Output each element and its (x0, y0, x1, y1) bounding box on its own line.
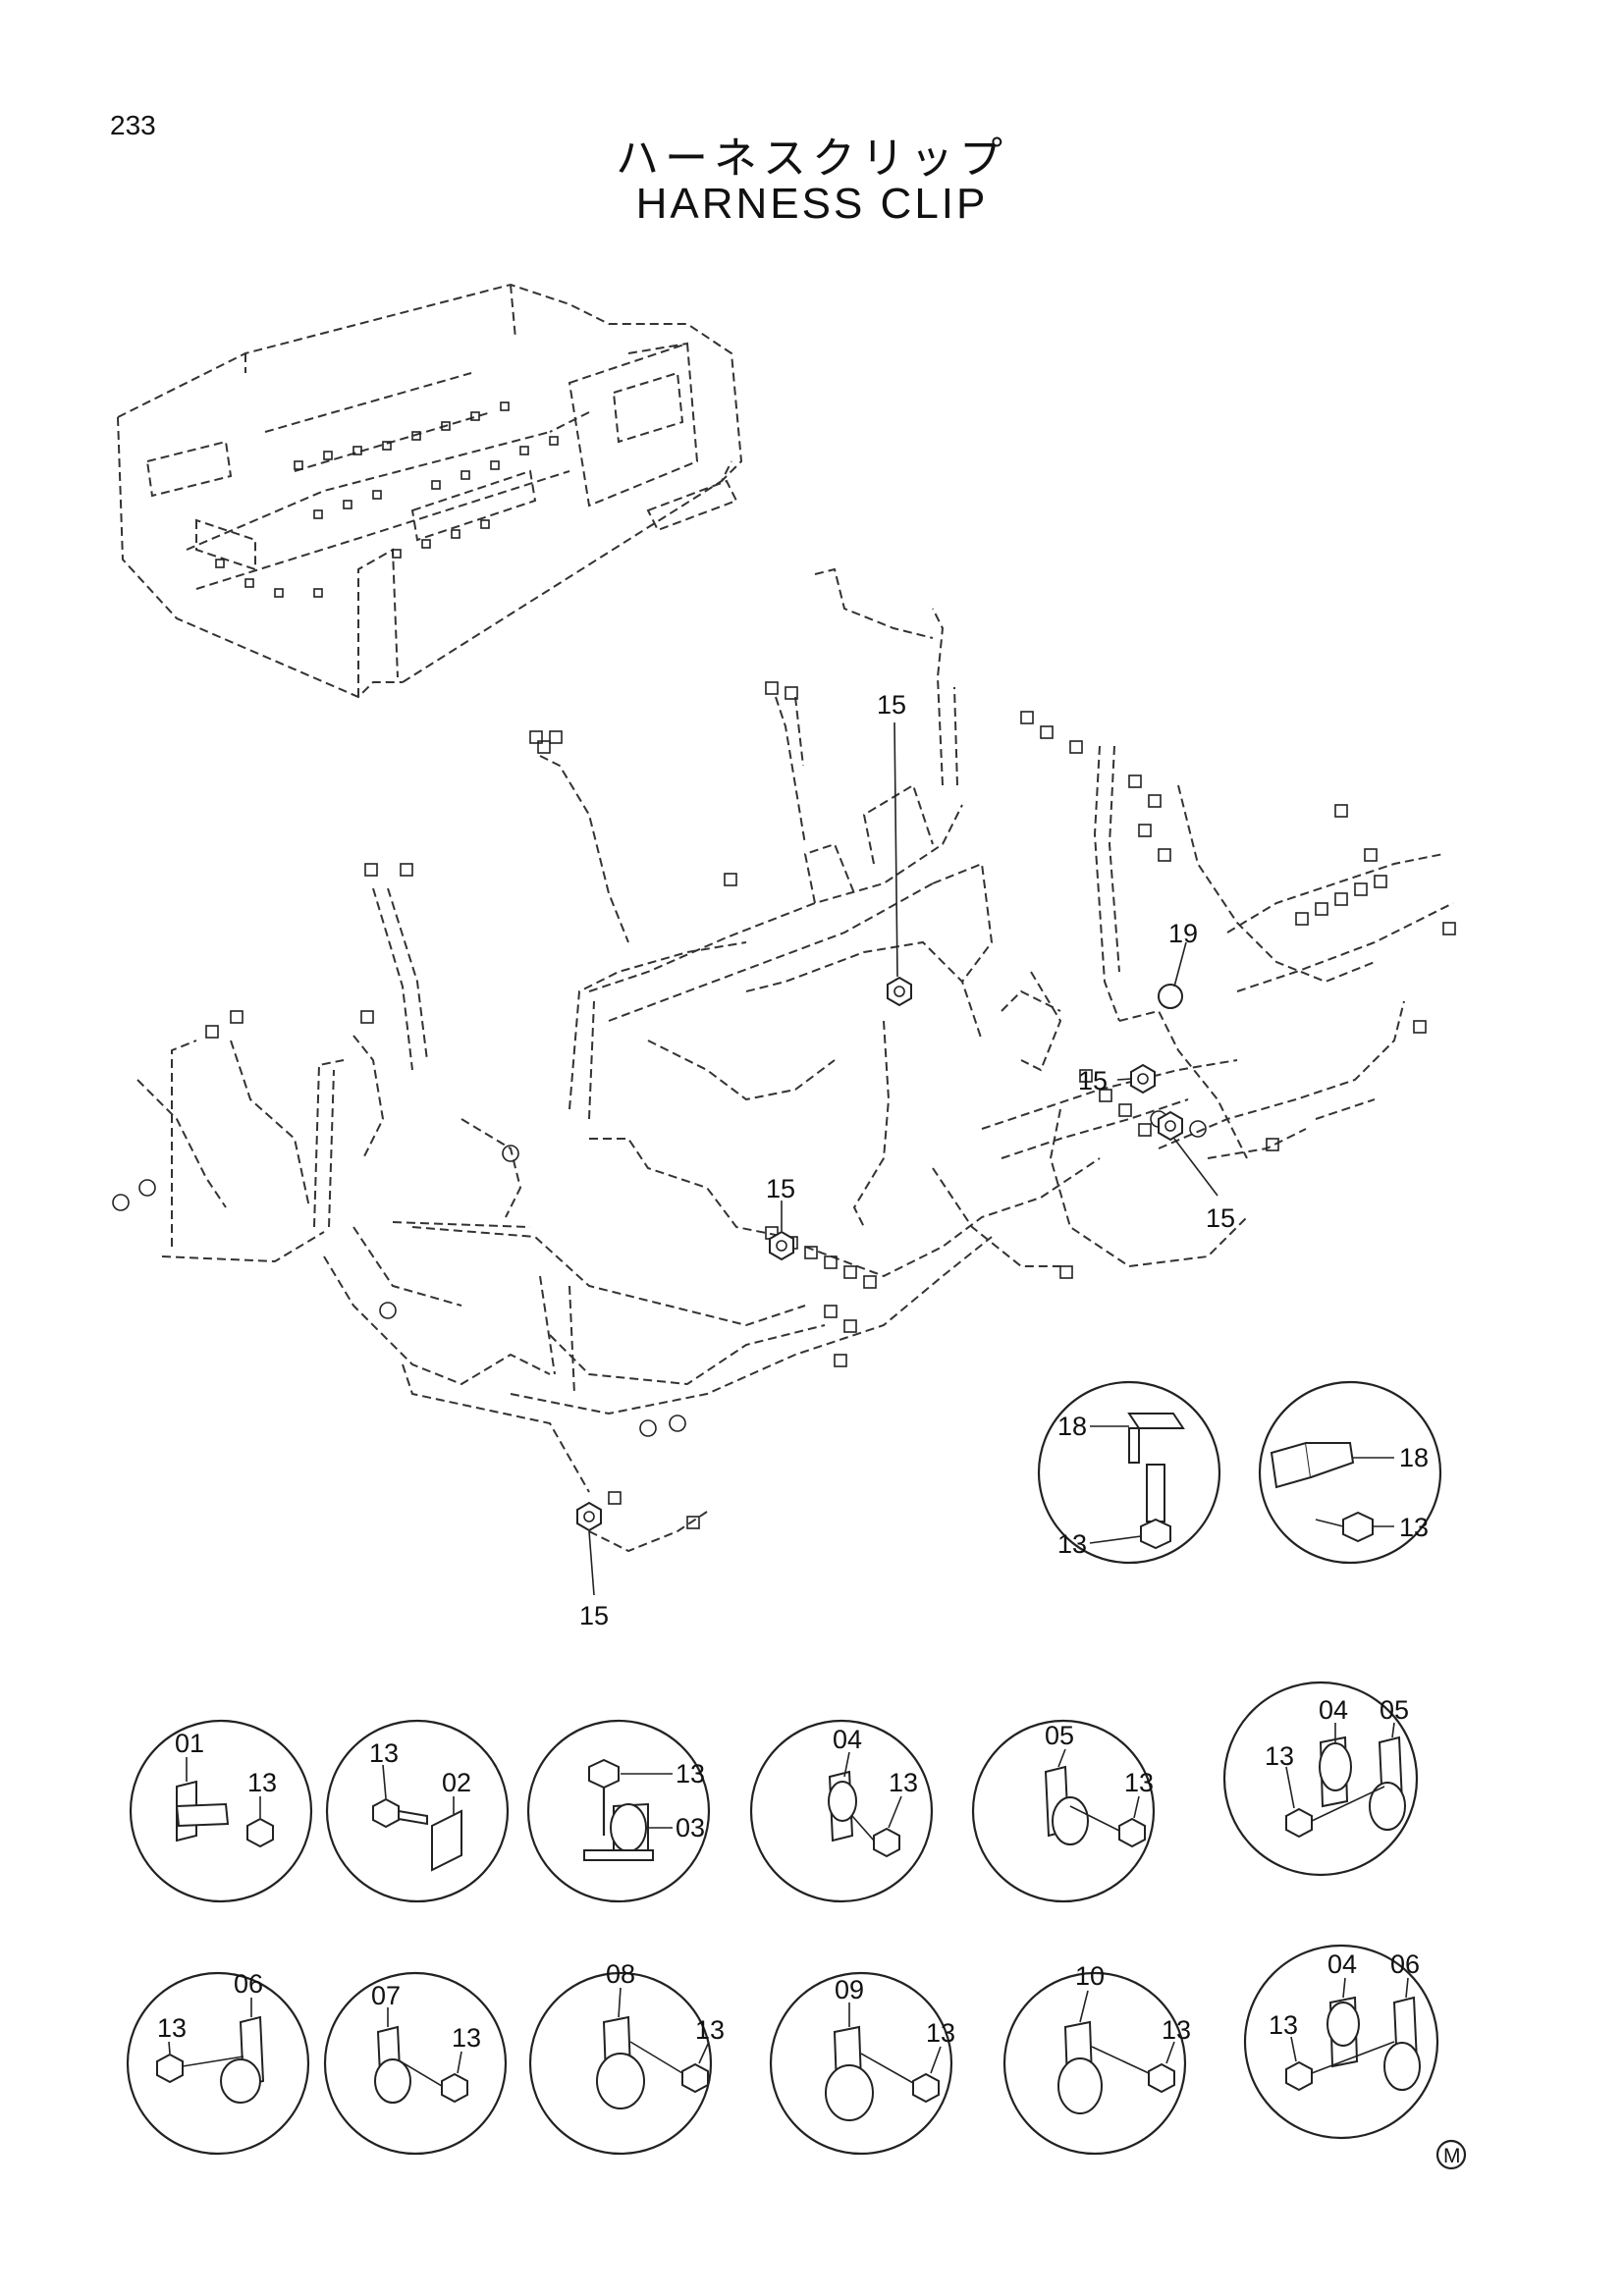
title-english: HARNESS CLIP (635, 180, 989, 228)
detail-label: 13 (1057, 1529, 1087, 1559)
machine-overview (117, 283, 743, 699)
detail-label: 07 (371, 1981, 401, 2010)
detail-label: 13 (889, 1768, 918, 1797)
detail-label: 01 (175, 1729, 204, 1758)
detail-circle: 13 02 (325, 1719, 510, 1903)
callout-label: 15 (1078, 1066, 1108, 1095)
detail-circle: 06 13 (126, 1969, 310, 2156)
callout-labels: 15 15 19 15 15 15 (579, 690, 1235, 1630)
detail-label: 02 (442, 1768, 471, 1797)
detail-circle: 10 13 (1002, 1961, 1191, 2156)
page-number: 233 (110, 110, 156, 140)
detail-label: 03 (676, 1813, 705, 1842)
detail-label: 10 (1075, 1961, 1105, 1991)
detail-label: 08 (606, 1959, 635, 1989)
detail-label: 04 (833, 1725, 862, 1754)
detail-label: 13 (157, 2013, 187, 2043)
detail-label: 13 (1265, 1741, 1294, 1771)
detail-label: 05 (1380, 1695, 1409, 1725)
detail-label: 13 (452, 2023, 481, 2053)
detail-circle: 04 05 13 (1222, 1681, 1419, 1877)
detail-circle: 07 13 (323, 1971, 508, 2156)
detail-circle: 09 13 (769, 1971, 955, 2156)
detail-label: 13 (1162, 2015, 1191, 2045)
harness-assembly (112, 567, 1456, 1553)
detail-label: 13 (695, 2015, 725, 2045)
callout-markers (576, 976, 1183, 1532)
detail-circle: 05 13 (971, 1719, 1156, 1903)
maker-mark-letter: M (1443, 2145, 1461, 2167)
detail-label: 13 (247, 1768, 277, 1797)
detail-label: 18 (1399, 1443, 1429, 1472)
detail-label: 13 (926, 2018, 955, 2048)
detail-label: 04 (1327, 1949, 1357, 1979)
detail-circle: 18 13 (1258, 1380, 1442, 1565)
detail-circle: 18 13 (1037, 1380, 1221, 1565)
detail-label: 13 (676, 1759, 705, 1789)
detail-label: 13 (1124, 1768, 1154, 1797)
detail-circle: 13 03 (526, 1719, 711, 1903)
detail-circle: 08 13 (528, 1959, 725, 2156)
maker-mark: M (1435, 2139, 1467, 2170)
detail-circle: 04 06 13 (1243, 1944, 1439, 2140)
callout-label: 19 (1168, 919, 1198, 948)
callout-label: 15 (766, 1174, 795, 1203)
detail-circle: 01 13 (129, 1719, 313, 1903)
detail-label: 04 (1319, 1695, 1348, 1725)
detail-label: 05 (1045, 1721, 1074, 1750)
detail-label: 13 (1269, 2010, 1298, 2040)
callout-label: 15 (1206, 1203, 1235, 1233)
callout-leaders (588, 721, 1218, 1596)
detail-label: 18 (1057, 1412, 1087, 1441)
detail-circle: 04 13 (749, 1719, 934, 1903)
title-japanese: ハーネスクリップ (616, 133, 1008, 184)
callout-label: 15 (877, 690, 906, 720)
callout-label: 15 (579, 1601, 609, 1630)
detail-label: 13 (369, 1738, 399, 1768)
detail-label: 13 (1399, 1513, 1429, 1542)
detail-label: 09 (835, 1975, 864, 2004)
detail-label: 06 (1390, 1949, 1420, 1979)
detail-label: 06 (234, 1969, 263, 1999)
